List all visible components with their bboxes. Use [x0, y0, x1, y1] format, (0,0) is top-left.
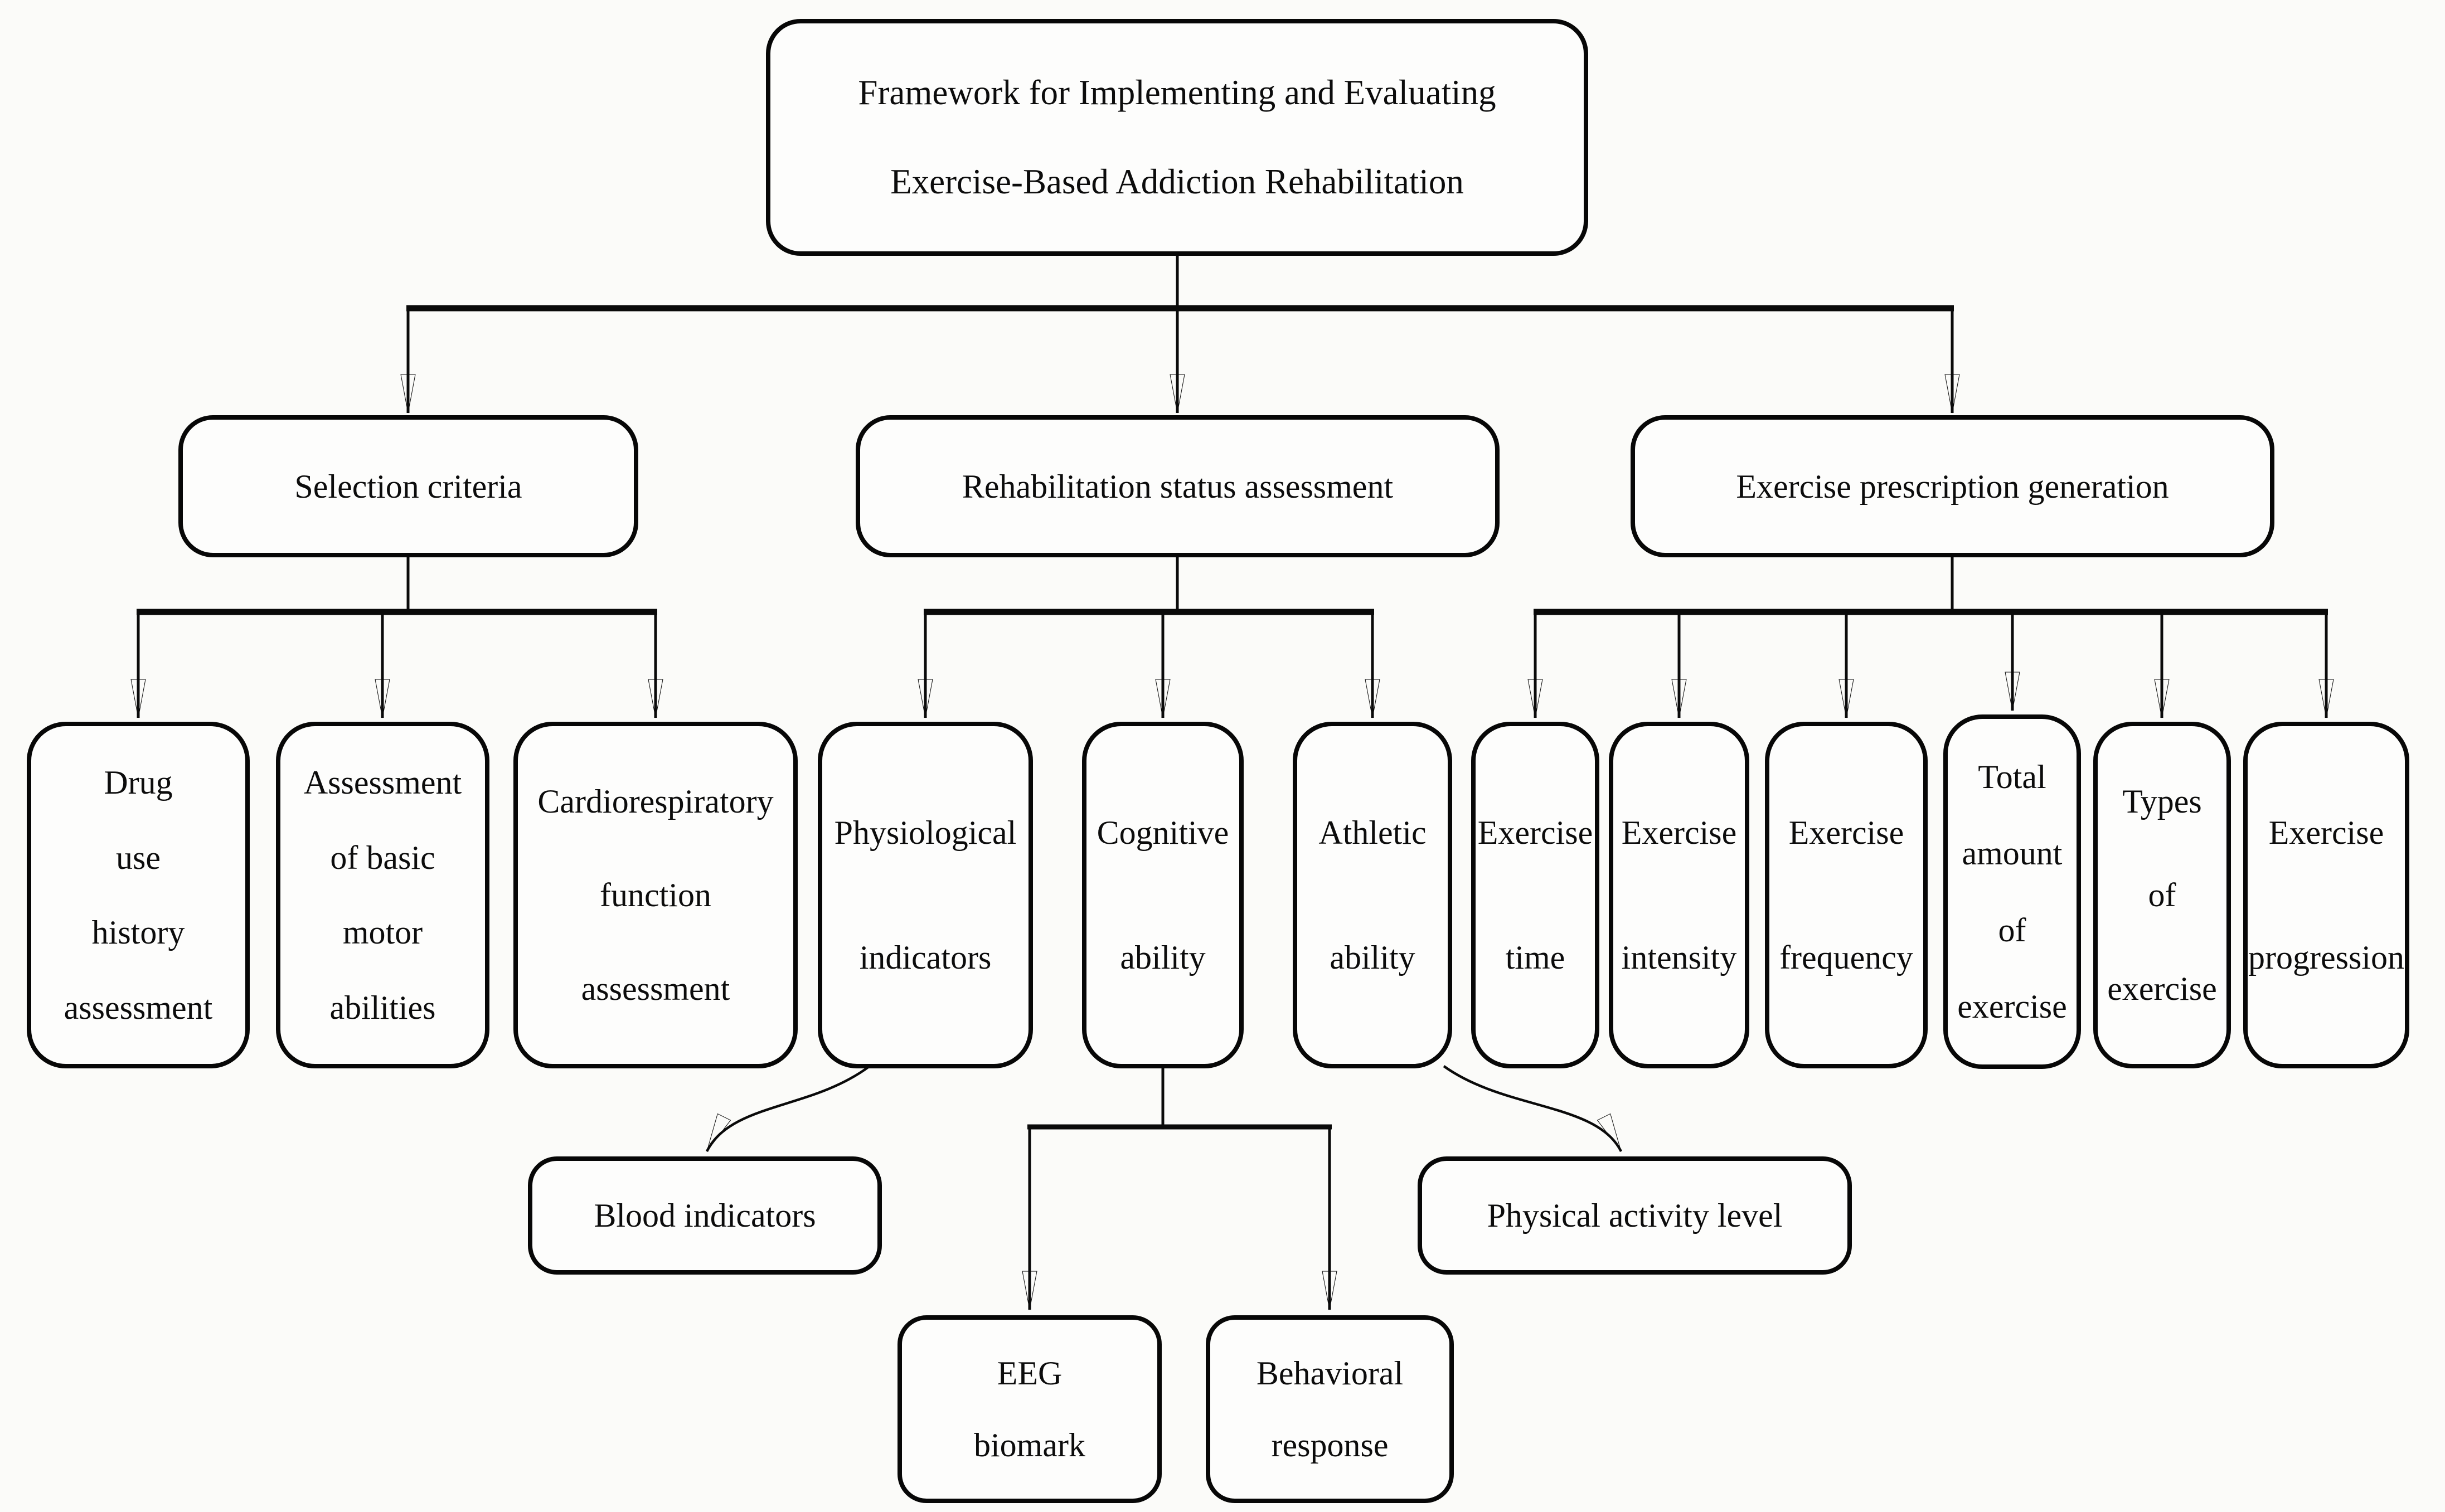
node-label-line: of	[1998, 911, 2026, 949]
node-label-line: frequency	[1779, 939, 1913, 976]
node-label-line: Exercise	[1621, 814, 1737, 851]
node-label-line: assessment	[64, 989, 213, 1026]
node-exercise-intensity: Exercise intensity	[1609, 722, 1749, 1068]
node-eeg-biomark: EEG biomark	[898, 1315, 1162, 1503]
title-line: Framework for Implementing and Evaluatin…	[858, 73, 1496, 113]
node-behavioral-response: Behavioral response	[1206, 1315, 1454, 1503]
node-label-line: history	[91, 914, 185, 951]
node-label-line: response	[1271, 1427, 1389, 1464]
node-label: Selection criteria	[294, 468, 522, 505]
node-cardiorespiratory-function-assessment: Cardiorespiratory function assessment	[513, 722, 798, 1068]
node-label-line: Drug	[104, 764, 173, 801]
node-exercise-progression: Exercise progression	[2243, 722, 2409, 1068]
node-exercise-time: Exercise time	[1471, 722, 1599, 1068]
node-label-line: Exercise	[1477, 814, 1593, 851]
node-label-line: Behavioral	[1256, 1355, 1404, 1392]
node-exercise-prescription-generation: Exercise prescription generation	[1631, 415, 2274, 557]
node-label-line: intensity	[1621, 939, 1737, 976]
node-label-line: Types	[2122, 783, 2202, 820]
node-drug-use-history-assessment: Drug use history assessment	[27, 722, 250, 1068]
node-label-line: abilities	[329, 989, 436, 1026]
node-label-line: use	[116, 839, 161, 876]
node-label-line: Total	[1978, 759, 2046, 796]
node-cognitive-ability: Cognitive ability	[1082, 722, 1244, 1068]
node-physiological-indicators: Physiological indicators	[818, 722, 1033, 1068]
node-label-line: amount	[1962, 835, 2063, 872]
node-label-line: exercise	[1957, 988, 2067, 1025]
title-line: Exercise-Based Addiction Rehabilitation	[890, 162, 1464, 201]
node-label-line: of basic	[330, 839, 435, 876]
node-blood-indicators: Blood indicators	[528, 1156, 882, 1275]
edge-physio-blood	[705, 1065, 871, 1153]
node-label-line: ability	[1120, 939, 1206, 976]
node-label-line: motor	[342, 914, 423, 951]
node-types-of-exercise: Types of exercise	[2093, 722, 2231, 1068]
node-exercise-frequency: Exercise frequency	[1765, 722, 1928, 1068]
node-label-line: Cardiorespiratory	[537, 783, 774, 820]
node-athletic-ability: Athletic ability	[1293, 722, 1452, 1068]
node-label-line: Cognitive	[1097, 814, 1229, 851]
node-label: Physical activity level	[1487, 1197, 1783, 1234]
node-label-line: Physiological	[834, 814, 1017, 851]
node-label: Exercise prescription generation	[1736, 468, 2169, 505]
node-assessment-basic-motor-abilities: Assessment of basic motor abilities	[276, 722, 489, 1068]
node-label: Rehabilitation status assessment	[962, 468, 1394, 505]
node-selection-criteria: Selection criteria	[178, 415, 638, 557]
node-total-amount-of-exercise: Total amount of exercise	[1943, 714, 2081, 1069]
node-label-line: of	[2148, 877, 2176, 913]
node-label-line: exercise	[2107, 970, 2217, 1007]
node-label-line: Exercise	[2268, 814, 2384, 851]
node-label-line: function	[600, 877, 711, 913]
node-label-line: Exercise	[1788, 814, 1904, 851]
node-framework-title: Framework for Implementing and Evaluatin…	[766, 19, 1588, 256]
node-label-line: indicators	[859, 939, 992, 976]
edge-athletic-pal	[1443, 1065, 1623, 1153]
node-rehabilitation-status-assessment: Rehabilitation status assessment	[856, 415, 1500, 557]
node-label: Blood indicators	[594, 1197, 816, 1234]
node-label-line: assessment	[581, 970, 730, 1007]
node-label-line: ability	[1330, 939, 1415, 976]
node-label-line: time	[1505, 939, 1565, 976]
node-label-line: Assessment	[303, 764, 462, 801]
node-label-line: Athletic	[1318, 814, 1427, 851]
node-physical-activity-level: Physical activity level	[1418, 1156, 1852, 1275]
node-label-line: biomark	[974, 1427, 1085, 1464]
node-label-line: progression	[2248, 939, 2404, 976]
node-label-line: EEG	[997, 1355, 1063, 1392]
